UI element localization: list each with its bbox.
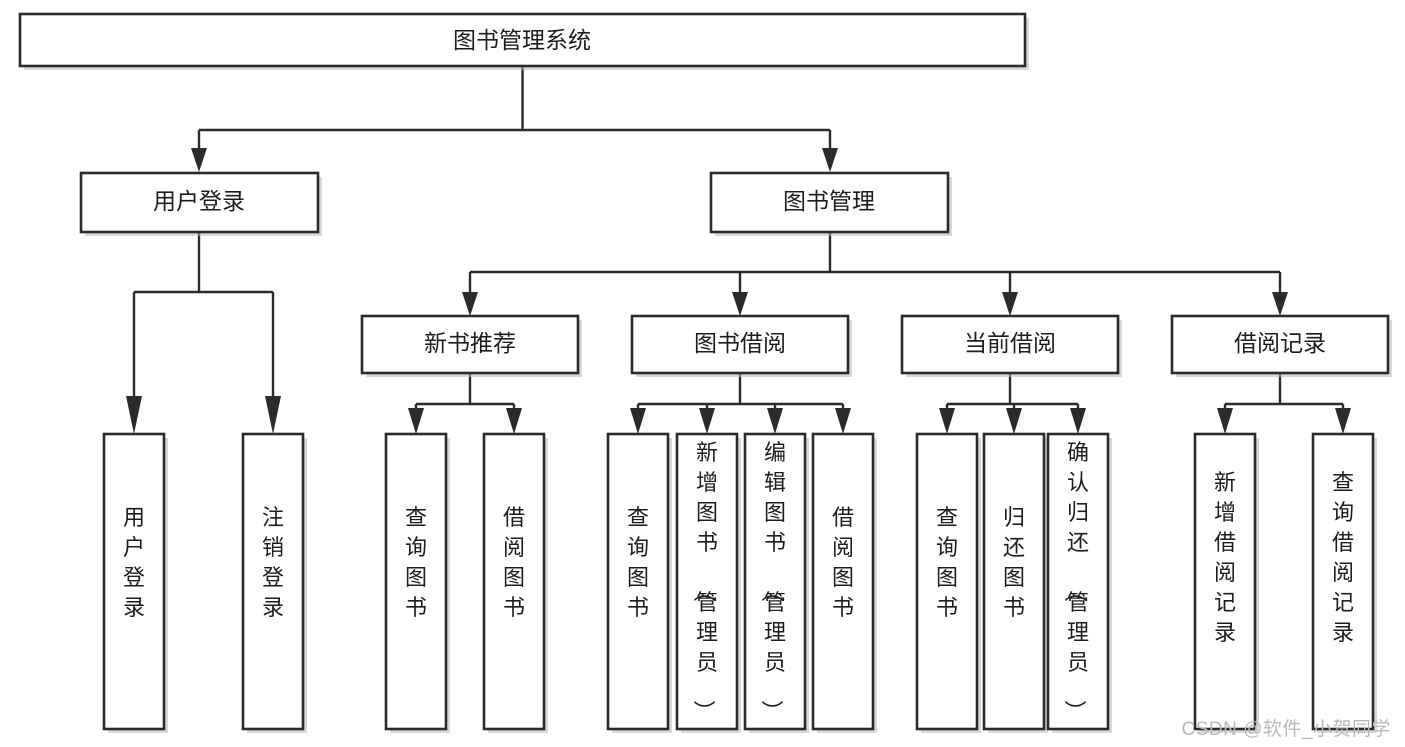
node-leaf-add-book-box xyxy=(675,432,739,731)
node-leaf-edit-book-label: 编辑图书（管理员） xyxy=(759,440,786,722)
node-root-label: 图书管理系统 xyxy=(453,27,591,53)
node-current-borrow-box xyxy=(900,314,1120,375)
arrowhead-leaf-query-book-1 xyxy=(408,408,424,434)
node-book-borrow-label: 图书借阅 xyxy=(694,330,786,356)
node-leaf-borrow-book-1[interactable]: 借阅图书 xyxy=(482,432,548,733)
node-leaf-add-record-label: 新增借阅记录 xyxy=(1214,470,1236,645)
node-current-borrow[interactable]: 当前借阅 xyxy=(900,314,1122,377)
node-leaf-borrow-book-1-label: 借阅图书 xyxy=(503,505,525,620)
node-leaf-query-book-2-label: 查询图书 xyxy=(627,505,649,620)
node-new-book-recommend-box xyxy=(360,314,580,375)
node-leaf-query-book-3-label: 查询图书 xyxy=(936,505,958,620)
node-leaf-return-book-box xyxy=(982,432,1046,731)
node-leaf-user-login-label: 用户登录 xyxy=(123,505,145,620)
node-leaf-query-book-2-box xyxy=(606,432,670,731)
node-leaf-query-book-3[interactable]: 查询图书 xyxy=(915,432,981,733)
arrowhead-leaf-add-record xyxy=(1217,408,1233,434)
arrowhead-book-borrow xyxy=(732,292,748,316)
arrowhead-new-book-recommend xyxy=(462,292,478,316)
node-leaf-edit-book-box xyxy=(743,432,807,731)
node-leaf-return-book[interactable]: 归还图书 xyxy=(982,432,1048,733)
node-leaf-borrow-book-2-label: 借阅图书 xyxy=(832,505,854,620)
node-new-book-recommend-label: 新书推荐 xyxy=(424,330,516,356)
node-leaf-query-record-label: 查询借阅记录 xyxy=(1332,470,1354,645)
node-borrow-record-label: 借阅记录 xyxy=(1234,330,1326,356)
connector-layer xyxy=(126,66,1351,434)
node-leaf-confirm-return-label: 确认归还（管理员） xyxy=(1062,440,1089,722)
arrowhead-leaf-query-book-3 xyxy=(939,408,955,434)
node-leaf-borrow-book-1-box xyxy=(482,432,546,731)
node-book-management[interactable]: 图书管理 xyxy=(709,171,952,236)
arrowhead-leaf-confirm-return xyxy=(1070,408,1086,434)
arrowhead-user-login xyxy=(191,148,207,172)
node-leaf-query-book-2[interactable]: 查询图书 xyxy=(606,432,672,733)
node-leaf-edit-book[interactable]: 编辑图书（管理员） xyxy=(743,432,809,733)
node-leaf-add-book[interactable]: 新增图书（管理员） xyxy=(675,432,741,733)
arrowhead-leaf-logout xyxy=(265,396,281,434)
node-leaf-logout[interactable]: 注销登录 xyxy=(241,432,307,733)
node-leaf-borrow-book-2-box xyxy=(811,432,875,731)
node-user-login-label: 用户登录 xyxy=(153,188,245,214)
node-book-borrow[interactable]: 图书借阅 xyxy=(630,314,852,377)
node-leaf-return-book-label: 归还图书 xyxy=(1003,505,1025,620)
node-leaf-user-login[interactable]: 用户登录 xyxy=(102,432,168,733)
node-current-borrow-label: 当前借阅 xyxy=(964,330,1056,356)
csdn-watermark: CSDN @软件_小贺同学 xyxy=(1181,719,1391,740)
node-leaf-query-book-1-label: 查询图书 xyxy=(405,505,427,620)
node-book-borrow-box xyxy=(630,314,850,375)
node-leaf-query-record[interactable]: 查询借阅记录 xyxy=(1311,432,1377,733)
arrowhead-leaf-borrow-book-1 xyxy=(506,408,522,434)
arrowhead-leaf-query-book-2 xyxy=(630,408,646,434)
node-leaf-query-book-1-box xyxy=(384,432,448,731)
node-book-management-box xyxy=(709,171,950,234)
arrowhead-leaf-query-record xyxy=(1335,408,1351,434)
node-user-login-box xyxy=(79,171,320,234)
node-leaf-user-login-box xyxy=(102,432,166,731)
node-borrow-record-box xyxy=(1170,314,1390,375)
arrowhead-current-borrow xyxy=(1002,292,1018,316)
arrowhead-leaf-borrow-book-2 xyxy=(835,408,851,434)
node-user-login[interactable]: 用户登录 xyxy=(79,171,322,236)
node-root-box xyxy=(18,12,1027,68)
node-leaf-logout-box xyxy=(241,432,305,731)
node-borrow-record[interactable]: 借阅记录 xyxy=(1170,314,1392,377)
node-new-book-recommend[interactable]: 新书推荐 xyxy=(360,314,582,377)
node-book-management-label: 图书管理 xyxy=(783,188,875,214)
node-leaf-add-record[interactable]: 新增借阅记录 xyxy=(1193,432,1259,733)
arrowhead-leaf-user-login xyxy=(126,396,142,434)
arrowhead-leaf-edit-book xyxy=(767,408,783,434)
arrowhead-leaf-add-book xyxy=(699,408,715,434)
node-leaf-confirm-return-box xyxy=(1046,432,1110,731)
node-leaf-query-book-1[interactable]: 查询图书 xyxy=(384,432,450,733)
node-leaf-add-book-label: 新增图书（管理员） xyxy=(691,440,718,722)
node-leaf-add-record-box xyxy=(1193,432,1257,731)
node-leaf-query-record-box xyxy=(1311,432,1375,731)
node-leaf-logout-label: 注销登录 xyxy=(262,505,284,620)
node-leaf-borrow-book-2[interactable]: 借阅图书 xyxy=(811,432,877,733)
node-root[interactable]: 图书管理系统 xyxy=(18,12,1029,70)
arrowhead-book-management xyxy=(822,148,838,172)
arrowhead-leaf-return-book xyxy=(1006,408,1022,434)
arrowhead-borrow-record xyxy=(1272,292,1288,316)
node-leaf-confirm-return[interactable]: 确认归还（管理员） xyxy=(1046,432,1112,733)
node-leaf-query-book-3-box xyxy=(915,432,979,731)
